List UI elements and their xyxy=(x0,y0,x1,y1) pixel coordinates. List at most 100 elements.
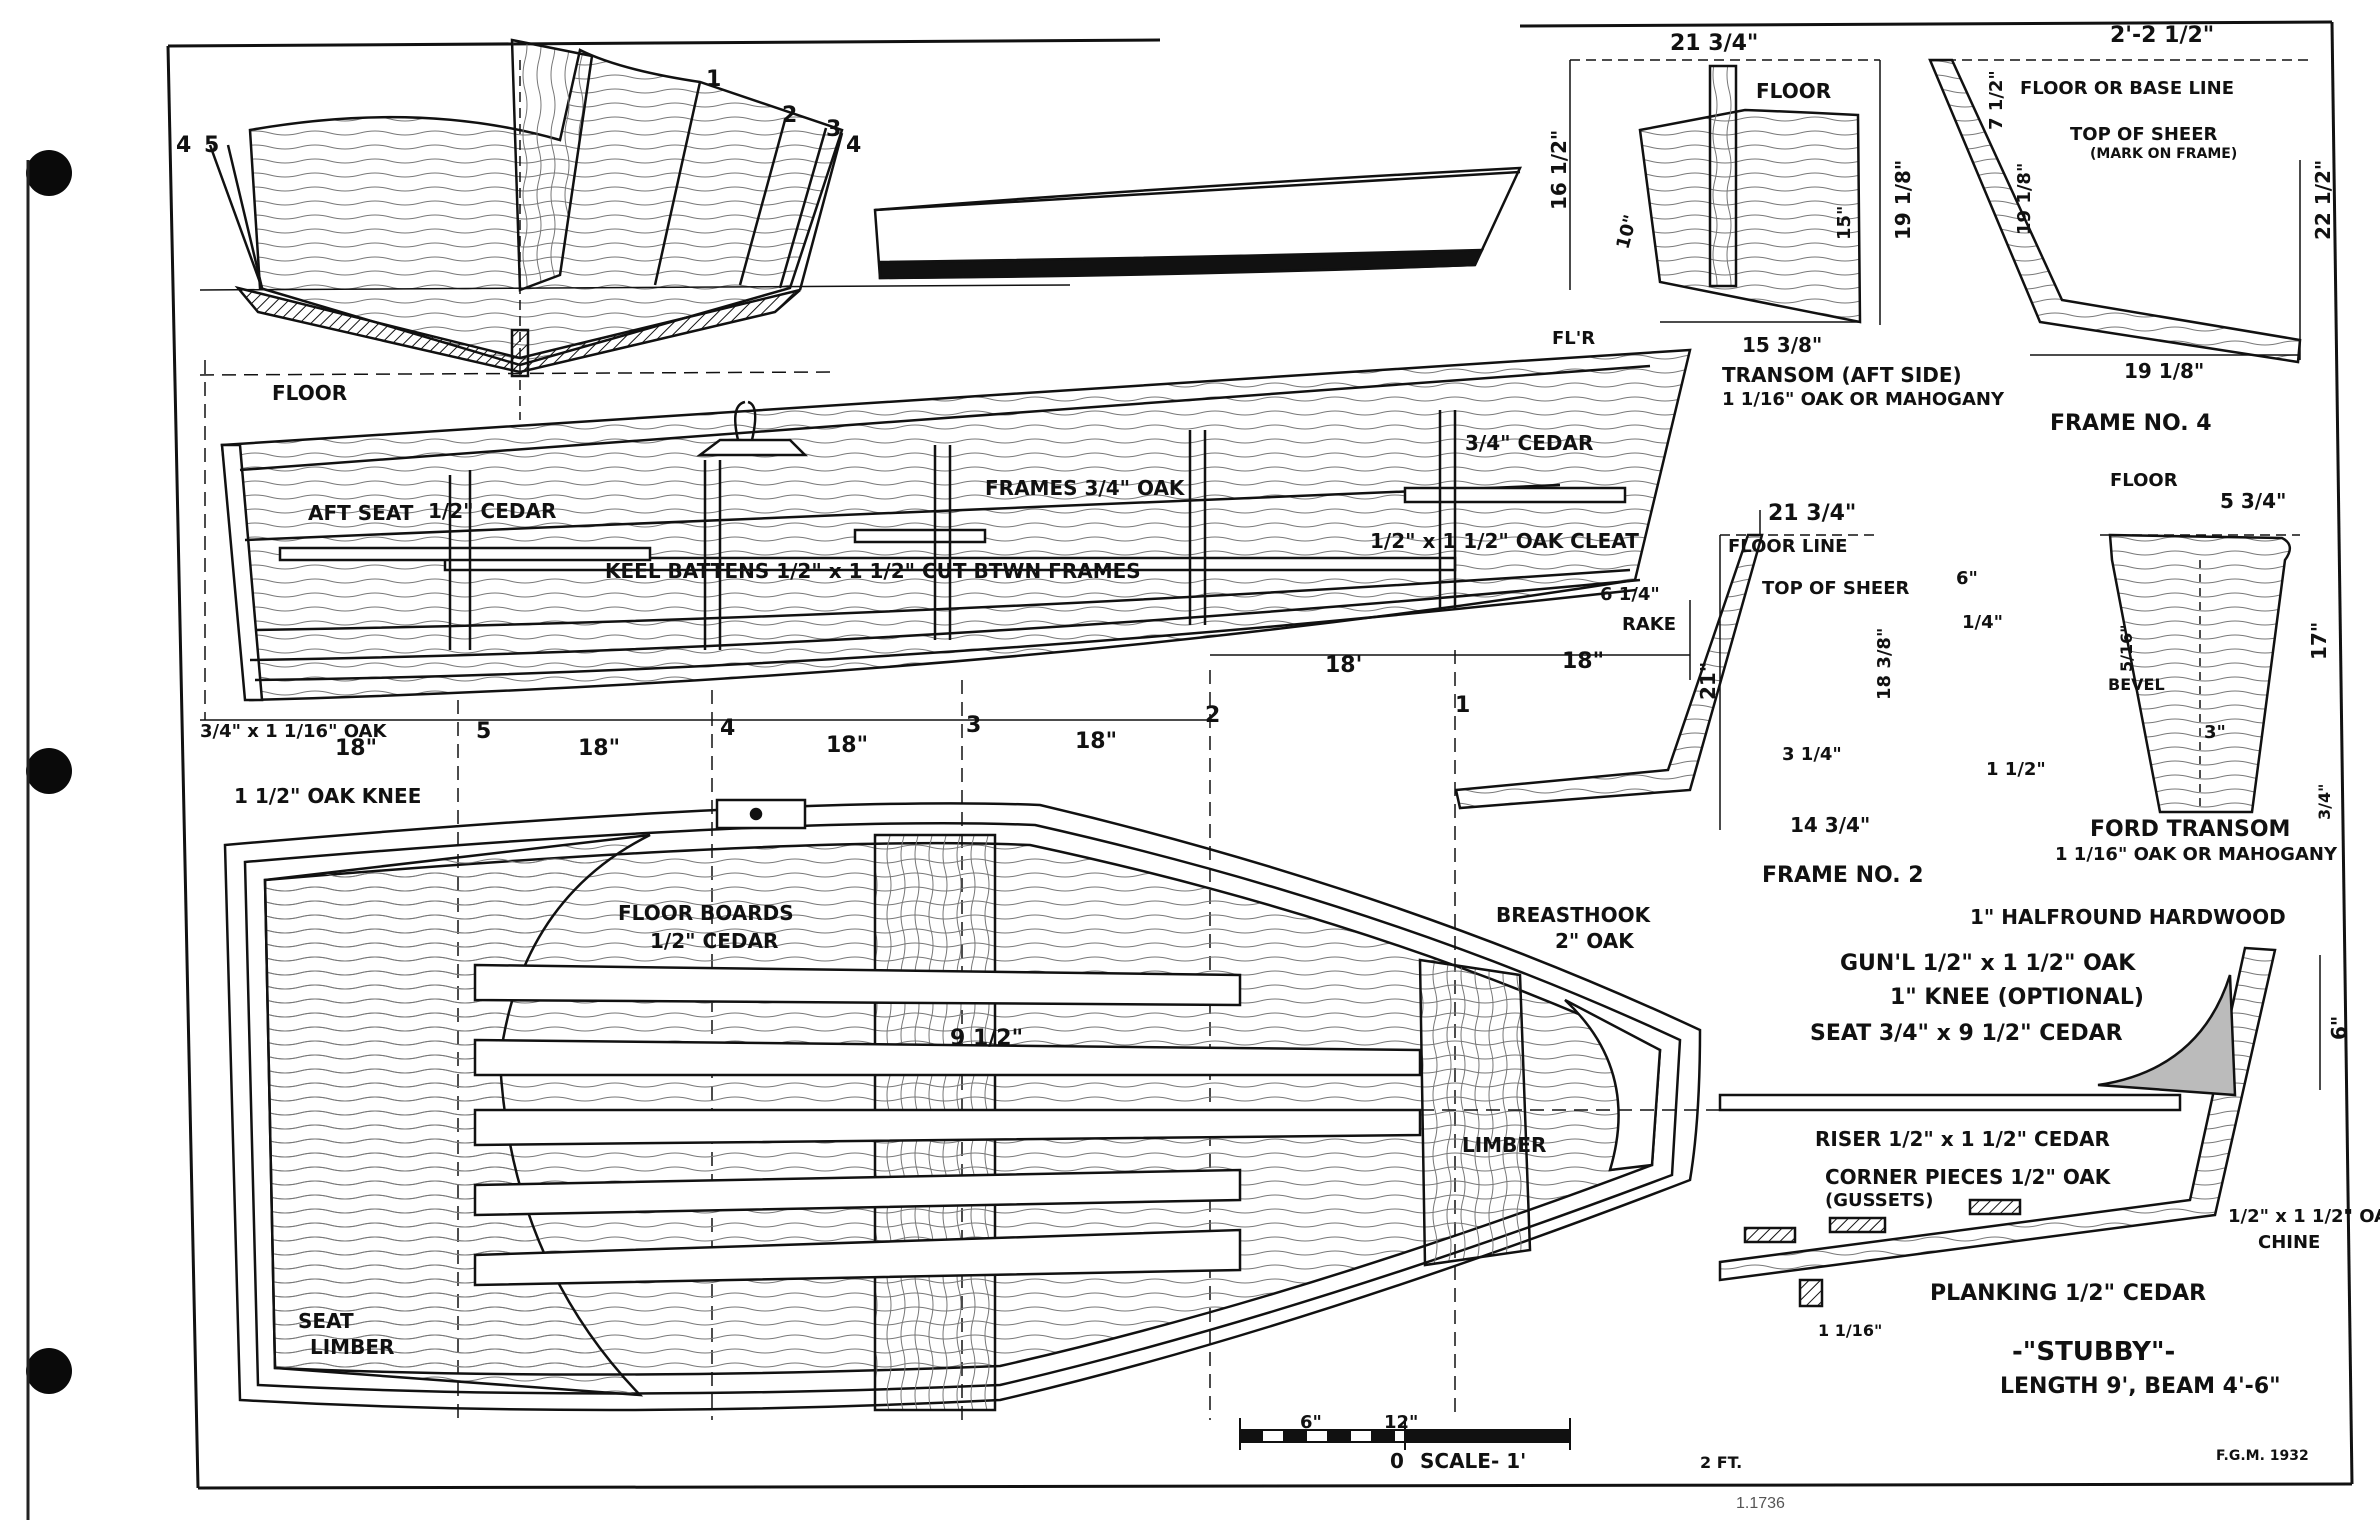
section-chine: 1/2" x 1 1/2" OAK xyxy=(2228,1206,2380,1227)
frame2-gusset: 1 1/2" xyxy=(1986,759,2046,780)
transom-height-left: 16 1/2" xyxy=(1547,130,1571,210)
bow-station-3: 3 xyxy=(826,117,841,142)
breasthook-label: BREASTHOOK xyxy=(1496,903,1652,927)
transom-width: 21 3/4" xyxy=(1670,31,1758,56)
scale-label: SCALE- 1' xyxy=(1420,1449,1526,1473)
frame2-sheer-drop: 6" xyxy=(1956,568,1978,589)
frame4-sheer: TOP OF SHEER xyxy=(2070,124,2218,145)
section-keel: 1 1/16" xyxy=(1818,1321,1882,1340)
ford-width: 5 3/4" xyxy=(2220,489,2286,513)
spacing-6: 18" xyxy=(1562,649,1604,674)
oak-knee-label: 1 1/2" OAK KNEE xyxy=(234,784,421,808)
frame4-bottom: 19 1/8" xyxy=(2124,359,2204,383)
frame2-small: 1/4" xyxy=(1962,612,2003,633)
ford-edge: 3/4" xyxy=(2315,784,2334,820)
catalog-number: 1.1736 xyxy=(1736,1495,1785,1512)
ford-height: 17" xyxy=(2307,622,2331,660)
frame4-offset: 7 1/2" xyxy=(1986,70,2007,130)
frame2-rise: 3 1/4" xyxy=(1782,744,1842,765)
bow-station-4: 4 xyxy=(846,133,861,158)
seat-limber-label-1: SEAT xyxy=(298,1309,354,1333)
section-corner: CORNER PIECES 1/2" OAK xyxy=(1825,1165,2112,1189)
bow-station-4-left: 4 xyxy=(176,133,191,158)
binder-hole-middle xyxy=(26,748,72,794)
floor-boards-label: FLOOR BOARDS xyxy=(618,901,794,925)
station-numbers: 5 4 3 2 1 xyxy=(476,693,1470,744)
ford-spec: 1 1/16" OAK OR MAHOGANY xyxy=(2055,844,2338,865)
scale-end: 2 FT. xyxy=(1700,1453,1742,1472)
scale-bar xyxy=(1239,1418,1571,1450)
frame4-height: 22 1/2" xyxy=(2311,160,2335,240)
binder-hole-bottom xyxy=(26,1348,72,1394)
frame4-side: 19 1/8" xyxy=(2014,163,2035,235)
frame-4-drawing xyxy=(1928,58,2310,364)
frame2-sheer: TOP OF SHEER xyxy=(1762,578,1910,599)
bow-view xyxy=(199,38,1071,420)
station-2: 2 xyxy=(1205,703,1220,728)
transom-floor: FLOOR xyxy=(1756,79,1831,103)
section-gunl: GUN'L 1/2" x 1 1/2" OAK xyxy=(1840,951,2136,976)
bow-station-2: 2 xyxy=(782,103,797,128)
station-3: 3 xyxy=(966,713,981,738)
frame2-floor-line: FLOOR LINE xyxy=(1728,536,1847,557)
binder-hole-top xyxy=(26,150,72,196)
seat-width: 9 1/2" xyxy=(950,1026,1023,1051)
section-knee: 1" KNEE (OPTIONAL) xyxy=(1890,985,2144,1010)
ford-title: FORD TRANSOM xyxy=(2090,817,2290,842)
flr-label: FL'R xyxy=(1552,328,1595,349)
transom-side: 10" xyxy=(1613,213,1642,252)
boat-name: -"STUBBY"- xyxy=(2012,1337,2175,1367)
spacing-2: 18" xyxy=(578,736,620,761)
frame2-width: 21 3/4" xyxy=(1768,501,1856,526)
oak-cleat-label: 1/2" x 1 1/2" OAK CLEAT xyxy=(1370,529,1639,553)
transom-spec: 1 1/16" OAK OR MAHOGANY xyxy=(1722,389,2005,410)
chine-oak-note: 3/4" x 1 1/16" OAK xyxy=(200,721,387,742)
drawing-border xyxy=(166,20,2354,1490)
spacing-3: 18" xyxy=(826,733,868,758)
scale-tick-12: 12" xyxy=(1384,1412,1418,1433)
ford-bevel-value: 5/16" xyxy=(2117,624,2136,672)
frame2-base: 14 3/4" xyxy=(1790,813,1870,837)
bow-station-5-left: 5 xyxy=(204,133,219,158)
frames-label: FRAMES 3/4" OAK xyxy=(985,476,1186,500)
boat-spec: LENGTH 9', BEAM 4'-6" xyxy=(2000,1374,2281,1399)
transom-inner: 15" xyxy=(1834,206,1855,240)
section-depth: 6" xyxy=(2327,1016,2351,1040)
transom-aft-drawing xyxy=(1569,59,1881,325)
section-riser: RISER 1/2" x 1 1/2" CEDAR xyxy=(1815,1127,2110,1151)
frame4-base-line: FLOOR OR BASE LINE xyxy=(2020,78,2234,99)
seat-limber-label-2: LIMBER xyxy=(310,1335,394,1359)
credit: F.G.M. 1932 xyxy=(2216,1448,2309,1464)
transom-height-right: 19 1/8" xyxy=(1891,160,1915,240)
transom-title: TRANSOM (AFT SIDE) xyxy=(1722,363,1962,387)
station-4: 4 xyxy=(720,716,735,741)
spacing-5: 18' xyxy=(1325,653,1362,678)
bow-station-1: 1 xyxy=(706,67,721,92)
breasthook-spec: 2" OAK xyxy=(1555,929,1635,953)
aft-seat-label: AFT SEAT xyxy=(308,501,414,525)
station-spacing: 18" 18" 18" 18" 18' 18" xyxy=(335,649,1604,761)
section-halfround: 1" HALFROUND HARDWOOD xyxy=(1970,905,2286,929)
plan-view xyxy=(223,798,1720,1412)
ford-transom-drawing xyxy=(2100,533,2300,814)
transom-bottom: 15 3/8" xyxy=(1742,333,1822,357)
keel-battens-label: KEEL BATTENS 1/2" x 1 1/2" CUT BTWN FRAM… xyxy=(605,559,1141,583)
section-chine-label: CHINE xyxy=(2258,1232,2320,1253)
floor-label-profile: FLOOR xyxy=(272,381,347,405)
side-view-sketch xyxy=(873,166,1523,280)
frame4-top-width: 2'-2 1/2" xyxy=(2110,23,2214,48)
spacing-4: 18" xyxy=(1075,729,1117,754)
spacing-1: 18" xyxy=(335,736,377,761)
rake-label: RAKE xyxy=(1622,614,1676,635)
frame-2-drawing xyxy=(1454,510,1880,830)
frame2-title: FRAME NO. 2 xyxy=(1762,863,1924,888)
section-planking: PLANKING 1/2" CEDAR xyxy=(1930,1281,2206,1306)
frame4-sheer-note: (MARK ON FRAME) xyxy=(2090,146,2237,162)
station-5: 5 xyxy=(476,719,491,744)
rake-value: 6 1/4" xyxy=(1600,584,1660,605)
frame2-height: 21" xyxy=(1696,662,1720,700)
section-detail-drawing xyxy=(1718,946,2321,1308)
scale-tick-6: 6" xyxy=(1300,1412,1322,1433)
ford-bottom: 3" xyxy=(2204,722,2226,743)
